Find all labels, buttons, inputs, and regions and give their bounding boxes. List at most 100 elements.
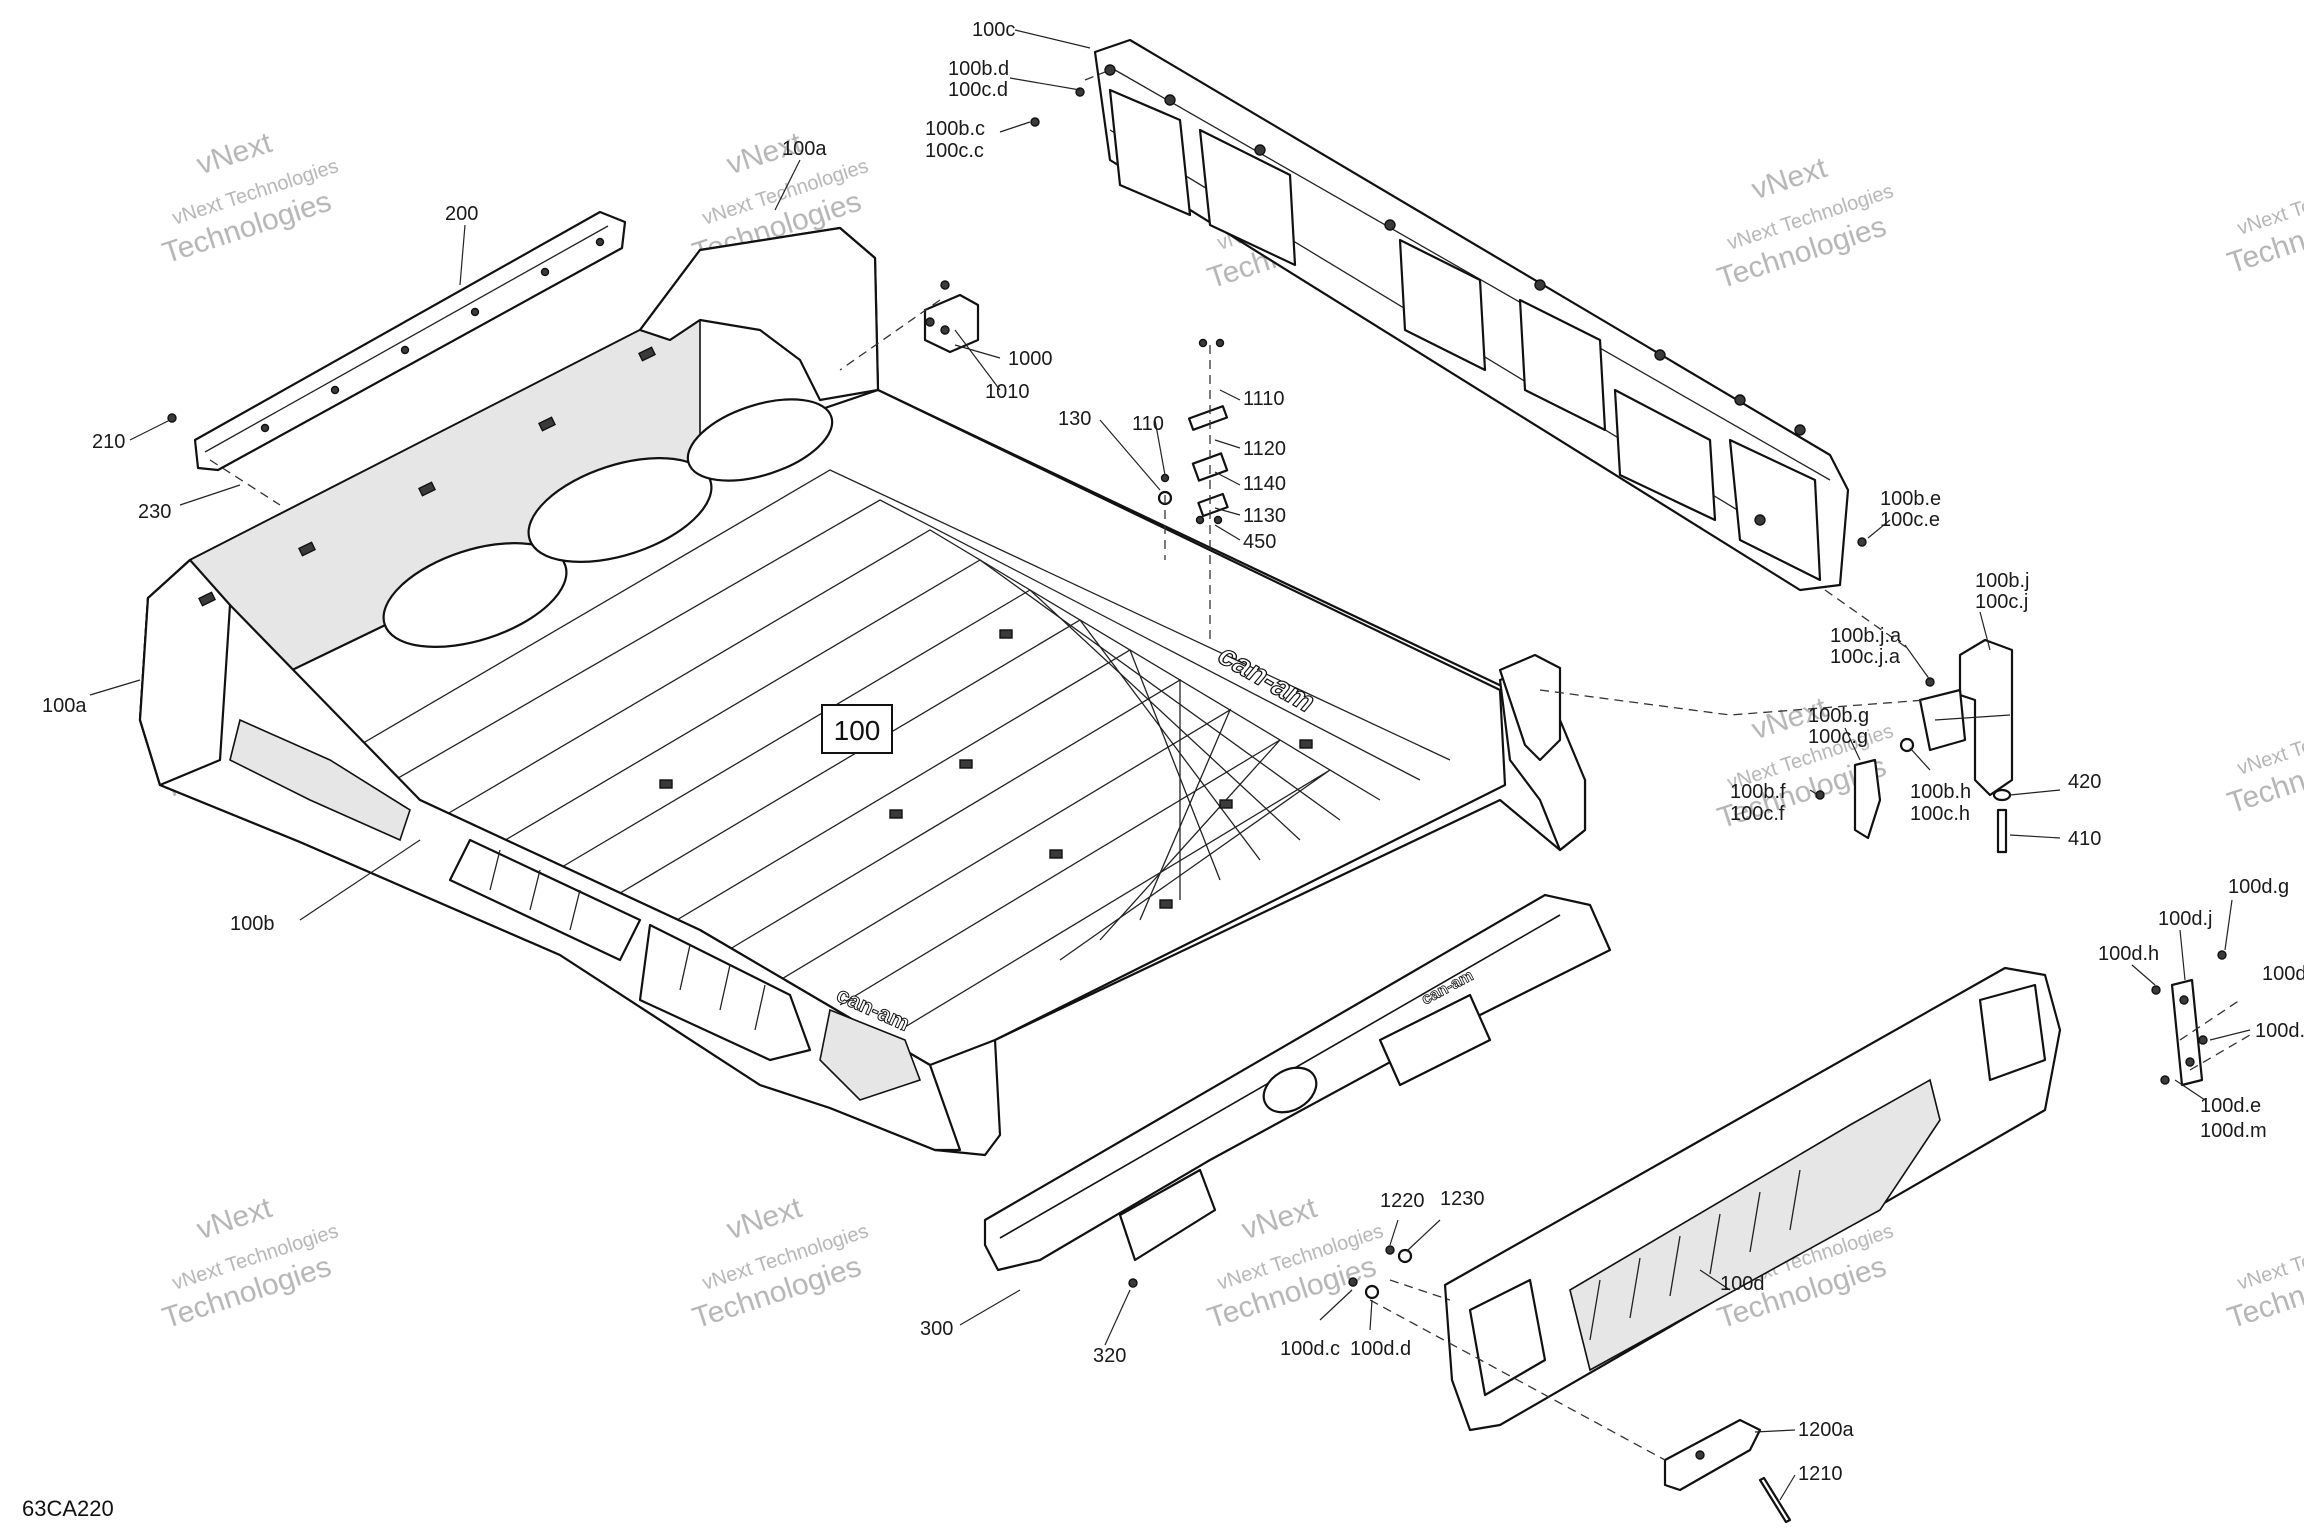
callout-1120: 1120 xyxy=(1243,438,1286,460)
nut-100d-e xyxy=(2160,1075,2170,1085)
cargo-hinge-bracket xyxy=(1498,653,1562,762)
callout-labels: 100c 100b.d 100c.d 100b.c 100c.c 100a 20… xyxy=(42,19,2304,1485)
callout-300: 300 xyxy=(920,1318,953,1340)
callout-100d-cut: 100d xyxy=(2262,963,2304,985)
screw-320 xyxy=(1128,1278,1138,1288)
bracket-1000 xyxy=(923,280,980,354)
callout-1210: 1210 xyxy=(1798,1463,1843,1485)
rail-bolts xyxy=(260,237,605,433)
watermark-text: vNext xyxy=(1748,151,1832,206)
callout-1200a: 1200a xyxy=(1798,1419,1854,1441)
rear-corner-post xyxy=(138,558,232,787)
rail-100c-holes xyxy=(1104,64,1806,526)
washer-100d-d xyxy=(1364,1284,1380,1300)
screw-100b-c xyxy=(1030,117,1040,127)
wheel-well-rear xyxy=(382,542,568,648)
washer-420 xyxy=(1992,788,2012,802)
callout-100c-f: 100c.f xyxy=(1730,803,1785,825)
rail-100c xyxy=(1093,38,1850,592)
screw-100b-f xyxy=(1815,790,1825,800)
callout-1130: 1130 xyxy=(1243,505,1286,527)
callout-100c-c: 100c.c xyxy=(925,140,984,162)
callout-1220: 1220 xyxy=(1380,1190,1425,1212)
callout-100b-f: 100b.f xyxy=(1730,781,1786,803)
callout-100d-h: 100d.h xyxy=(2098,943,2159,965)
callout-100c-d: 100c.d xyxy=(948,79,1008,101)
callout-100d-c: 100d.c xyxy=(1280,1338,1340,1360)
side-panel-vents xyxy=(229,718,922,1101)
callout-100c-e: 100c.e xyxy=(1880,509,1940,531)
watermark-text: vNext xyxy=(723,1191,807,1246)
callout-100b-e: 100b.e xyxy=(1880,488,1941,510)
watermark-text: vNext xyxy=(1238,1191,1322,1246)
callout-1110: 1110 xyxy=(1243,388,1285,410)
wheel-well-mid xyxy=(527,457,713,563)
callout-100a-top: 100a xyxy=(782,138,827,160)
washer-1230 xyxy=(1397,1248,1413,1264)
bolt-1210 xyxy=(1758,1476,1792,1524)
hinge-bracket-100b-j xyxy=(1918,638,2014,797)
callout-130: 130 xyxy=(1058,408,1091,430)
diagram-code: 63CA220 xyxy=(22,1496,114,1521)
watermark-text: vNext xyxy=(193,126,277,181)
watermark-text: vNext xyxy=(193,1191,277,1246)
stake-pockets xyxy=(198,346,656,607)
callout-100d-m: 100d.m xyxy=(2200,1120,2267,1142)
leader-lines xyxy=(89,29,2251,1501)
callout-100c-g: 100c.g xyxy=(1808,726,1868,748)
floor-tie-downs xyxy=(659,629,1313,909)
callout-1000: 1000 xyxy=(1008,348,1053,370)
wheel-well-front xyxy=(686,398,834,482)
hardware-stack xyxy=(1157,338,1229,525)
screw-100d-g xyxy=(2217,950,2227,960)
floor-ribs xyxy=(299,469,1451,1031)
callout-100b-c: 100b.c xyxy=(925,118,985,140)
nut-100d-h xyxy=(2151,985,2161,995)
callout-100d-e: 100d.e xyxy=(2200,1095,2261,1117)
callout-1010: 1010 xyxy=(985,381,1030,403)
callout-1140: 1140 xyxy=(1243,473,1286,495)
callout-100a-left: 100a xyxy=(42,695,87,717)
callout-450: 450 xyxy=(1243,531,1276,553)
screw-100b-e xyxy=(1857,537,1867,547)
callout-100d-j: 100d.j xyxy=(2158,908,2213,930)
screw-100d-f xyxy=(2198,1035,2208,1045)
callout-100b-j: 100b.j xyxy=(1975,570,2030,592)
callout-100d-bottom: 100d xyxy=(1720,1273,1765,1295)
callout-100b-h: 100b.h xyxy=(1910,781,1971,803)
cable-100b-g xyxy=(1853,758,1882,840)
callout-100b-j-a: 100b.j.a xyxy=(1830,625,1902,647)
callout-230: 230 xyxy=(138,501,171,523)
assembly-lines xyxy=(209,71,2251,1461)
callout-100d-g: 100d.g xyxy=(2228,876,2289,898)
bolt-410 xyxy=(1996,808,2008,854)
hinge-plate-100d-j xyxy=(2170,978,2204,1087)
callout-100b: 100b xyxy=(230,913,275,935)
callout-100d-d: 100d.d xyxy=(1350,1338,1411,1360)
section-reference-box: 100 xyxy=(821,704,893,754)
callout-110: 110 xyxy=(1132,413,1164,435)
tailgate-latch-hole xyxy=(1262,1066,1318,1114)
rail-100c-panels xyxy=(1108,88,1822,582)
section-box-label: 100 xyxy=(834,715,881,746)
callout-100c: 100c xyxy=(972,19,1015,41)
cargo-box-100a: can-am can-am xyxy=(138,226,1587,1157)
callout-100d-f: 100d.f xyxy=(2255,1020,2304,1042)
callout-100b-d: 100b.d xyxy=(948,58,1009,80)
tailgate-inner-100d xyxy=(1443,966,2062,1432)
nut-1220 xyxy=(1385,1245,1395,1255)
callout-1230: 1230 xyxy=(1440,1188,1485,1210)
latch-1200a xyxy=(1663,1418,1762,1492)
callout-100c-j: 100c.j xyxy=(1975,591,2028,613)
side-rail-200 xyxy=(193,210,627,472)
nut-100d-c xyxy=(1348,1277,1358,1287)
callout-410: 410 xyxy=(2068,828,2101,850)
callout-200: 200 xyxy=(445,203,478,225)
callout-100c-h: 100c.h xyxy=(1910,803,1970,825)
callout-420: 420 xyxy=(2068,771,2101,793)
tailgate-300: can-am xyxy=(983,893,1612,1272)
callout-100b-g: 100b.g xyxy=(1808,705,1869,727)
callout-210: 210 xyxy=(92,431,125,453)
callout-100c-j-a: 100c.j.a xyxy=(1830,646,1901,668)
